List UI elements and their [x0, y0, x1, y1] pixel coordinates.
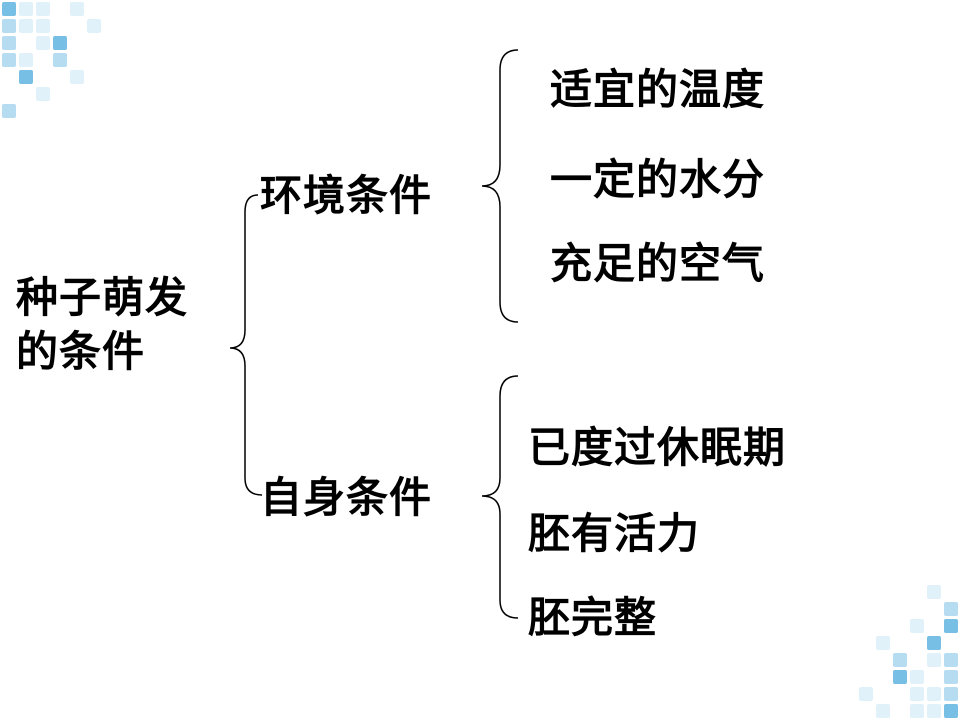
- env-item-temperature: 适宜的温度: [550, 65, 766, 114]
- decor-tile: [927, 704, 941, 718]
- decor-tile: [2, 104, 16, 118]
- self-item-complete: 胚完整: [528, 593, 658, 642]
- decor-tile: [944, 670, 958, 684]
- decor-tile: [876, 636, 890, 650]
- decor-tile: [36, 19, 50, 33]
- decor-tile: [927, 653, 941, 667]
- decor-tile: [859, 687, 873, 701]
- decor-tile: [19, 53, 33, 67]
- root-label-line2: 的条件: [16, 327, 146, 376]
- decor-tile: [893, 653, 907, 667]
- bottom-right-tile-pattern: [859, 585, 958, 718]
- decor-tile: [53, 53, 67, 67]
- decor-tile: [893, 670, 907, 684]
- decor-tile: [944, 687, 958, 701]
- decor-tile: [19, 2, 33, 16]
- branch-label-self: 自身条件: [260, 473, 433, 522]
- decor-tile: [927, 585, 941, 599]
- decor-tile: [70, 70, 84, 84]
- decor-tile: [53, 36, 67, 50]
- env-item-air: 充足的空气: [550, 239, 766, 288]
- decor-tile: [944, 602, 958, 616]
- decor-tile: [910, 670, 924, 684]
- decor-tile: [2, 53, 16, 67]
- top-left-tile-pattern: [2, 2, 101, 118]
- decor-tile: [910, 704, 924, 718]
- decor-tile: [944, 704, 958, 718]
- decor-tile: [2, 19, 16, 33]
- decor-tile: [910, 619, 924, 633]
- decor-tile: [36, 87, 50, 101]
- decor-tile: [927, 636, 941, 650]
- decor-tile: [19, 19, 33, 33]
- decor-tile: [36, 2, 50, 16]
- decor-tile: [927, 687, 941, 701]
- env-item-water: 一定的水分: [550, 155, 766, 204]
- self-item-vitality: 胚有活力: [528, 509, 701, 558]
- branch-label-environment: 环境条件: [260, 171, 433, 220]
- decor-tile: [87, 19, 101, 33]
- decor-tile: [944, 653, 958, 667]
- decor-tile: [36, 36, 50, 50]
- env-brace: [481, 49, 519, 323]
- decor-tile: [19, 70, 33, 84]
- decor-tile: [2, 2, 16, 16]
- decor-tile: [876, 704, 890, 718]
- self-brace: [481, 375, 519, 619]
- self-item-dormancy: 已度过休眠期: [528, 423, 787, 472]
- decor-tile: [910, 687, 924, 701]
- decor-tile: [944, 619, 958, 633]
- decor-tile: [2, 36, 16, 50]
- root-brace: [229, 194, 263, 496]
- root-label-line1: 种子萌发: [16, 273, 189, 322]
- decor-tile: [70, 2, 84, 16]
